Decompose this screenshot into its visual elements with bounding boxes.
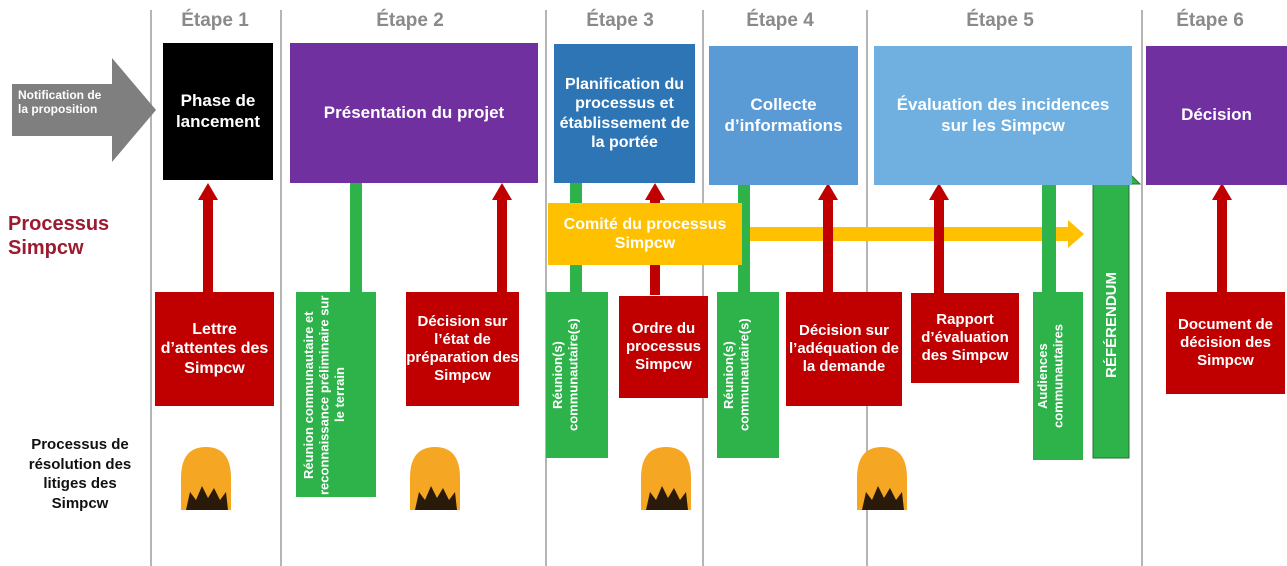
process-planning-box: Planification du processus et établissem… bbox=[554, 44, 695, 183]
community-meeting-box: Réunion communautaire et reconnaissance … bbox=[296, 292, 376, 497]
expectations-letter-box: Lettre d’attentes des Simpcw bbox=[155, 292, 274, 406]
information-collection-box: Collecte d’informations bbox=[709, 46, 858, 185]
stage-5-label: Étape 5 bbox=[966, 10, 1034, 31]
referendum-label: RÉFÉRENDUM bbox=[1102, 272, 1120, 378]
stage-6-label: Étape 6 bbox=[1176, 10, 1244, 31]
stage-separator bbox=[866, 10, 868, 566]
community-meetings-box-1: Réunion(s) communautaire(s) bbox=[546, 292, 608, 458]
community-meetings-label-2: Réunion(s) communautaire(s) bbox=[721, 318, 752, 432]
impact-assessment-box: Évaluation des incidences sur les Simpcw bbox=[874, 46, 1132, 185]
community-meetings-label-1: Réunion(s) communautaire(s) bbox=[550, 318, 581, 432]
community-meetings-box-2: Réunion(s) communautaire(s) bbox=[717, 292, 779, 458]
campfire-icon bbox=[641, 447, 691, 510]
community-meeting-label: Réunion communautaire et reconnaissance … bbox=[301, 294, 348, 495]
readiness-decision-box: Décision sur l’état de préparation des S… bbox=[406, 292, 519, 406]
campfire-icon bbox=[181, 447, 231, 510]
stage-separator bbox=[1141, 10, 1143, 566]
community-hearings-label: Audiences communautaires bbox=[1035, 323, 1066, 429]
notification-label: Notification de la proposition bbox=[18, 88, 102, 116]
stage-separator bbox=[702, 10, 704, 566]
campfire-icon bbox=[857, 447, 907, 510]
process-order-box: Ordre du processus Simpcw bbox=[619, 296, 708, 398]
adequacy-decision-box: Décision sur l’adéquation de la demande bbox=[786, 292, 902, 406]
decision-box: Décision bbox=[1146, 46, 1287, 185]
committee-box: Comité du processus Simpcw bbox=[548, 203, 742, 265]
decision-document-box: Document de décision des Simpcw bbox=[1166, 292, 1285, 394]
notification-arrow bbox=[12, 58, 156, 162]
campfire-icon bbox=[410, 447, 460, 510]
stage-separator bbox=[545, 10, 547, 566]
referendum-label-wrap: RÉFÉRENDUM bbox=[1093, 200, 1129, 450]
stage-separator bbox=[150, 10, 152, 566]
project-presentation-box: Présentation du projet bbox=[290, 43, 538, 183]
stage-4-label: Étape 4 bbox=[746, 10, 814, 31]
stage-1-label: Étape 1 bbox=[181, 10, 249, 31]
dispute-resolution-label: Processus de résolution des litiges des … bbox=[28, 436, 132, 512]
launch-phase-box: Phase de lancement bbox=[163, 43, 273, 180]
assessment-report-box: Rapport d’évaluation des Simpcw bbox=[911, 293, 1019, 383]
community-hearings-box: Audiences communautaires bbox=[1033, 292, 1083, 460]
stage-3-label: Étape 3 bbox=[586, 10, 654, 31]
stage-2-label: Étape 2 bbox=[376, 10, 444, 31]
stage-separator bbox=[280, 10, 282, 566]
process-label: Processus Simpcw bbox=[8, 213, 110, 259]
